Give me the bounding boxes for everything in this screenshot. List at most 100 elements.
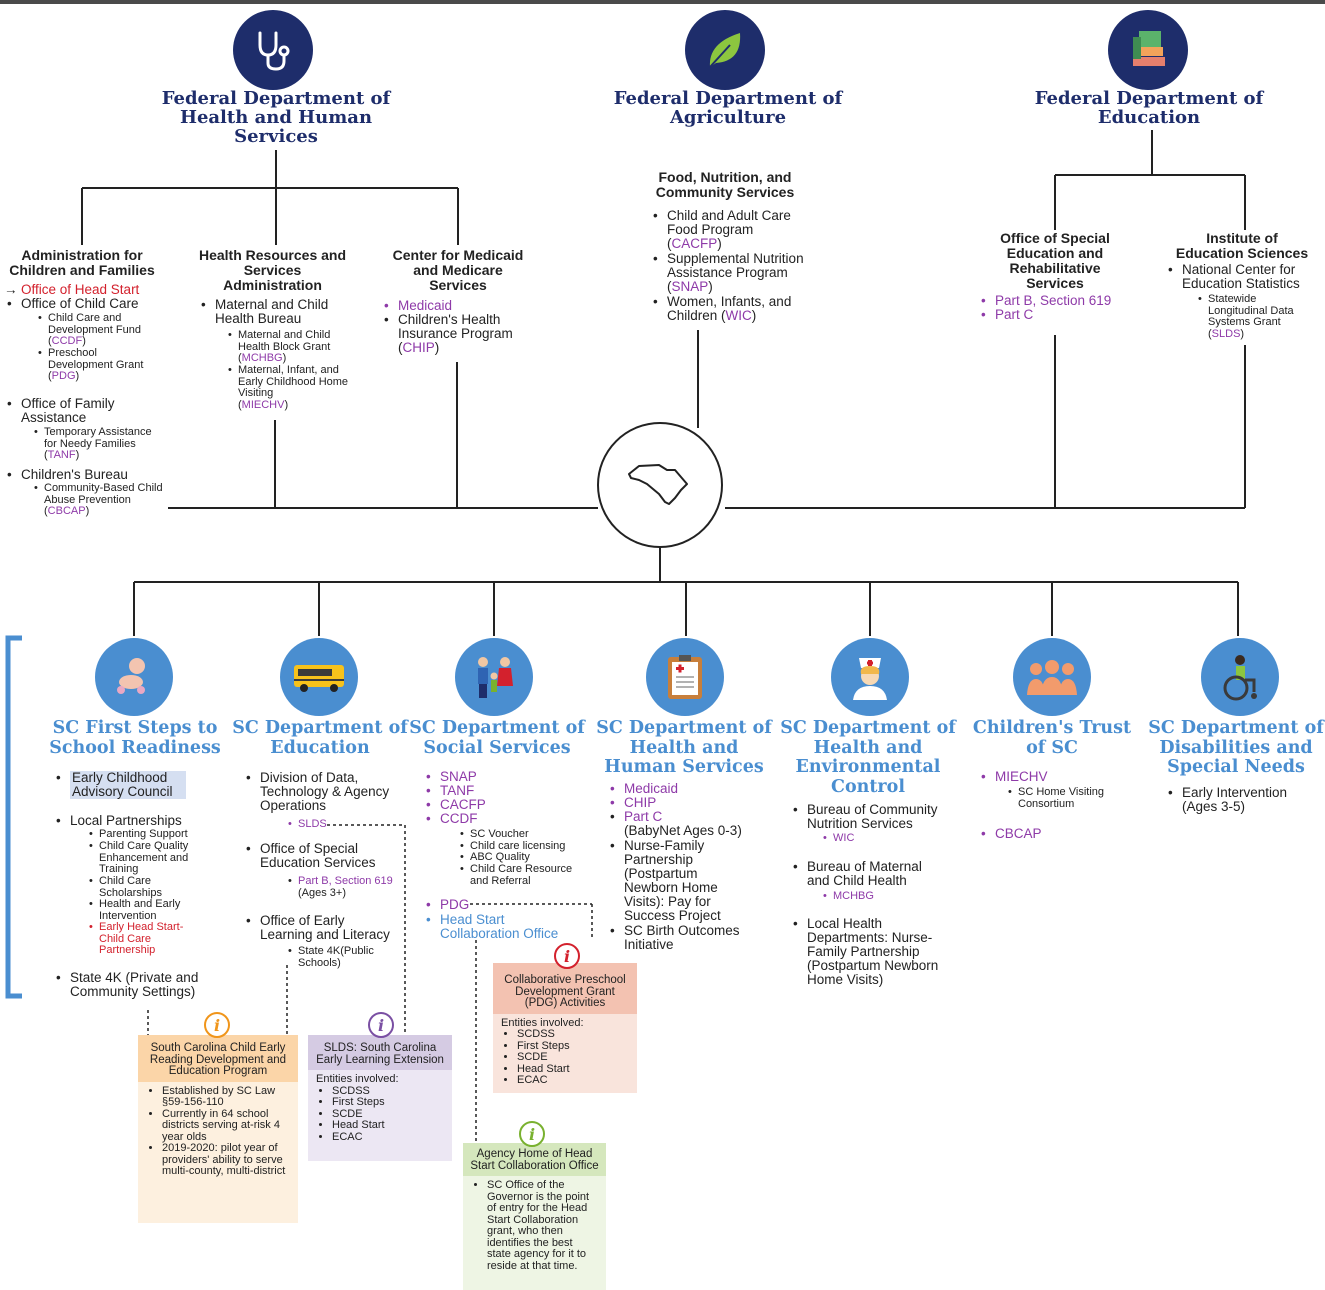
slds-entity: Head Start: [332, 1119, 444, 1132]
trust-miechv: MIECHV: [981, 770, 1047, 785]
info-icon[interactable]: i: [554, 943, 580, 969]
partc-item: Part C: [981, 308, 1033, 323]
hsco-item: SC Office of the Governor is the point o…: [487, 1179, 598, 1272]
dss-pdg: PDG: [426, 898, 469, 913]
top-border: [0, 0, 1325, 4]
dhec-mchbg: MCHBG: [823, 890, 874, 903]
office-of-child-care: Office of Child Care: [7, 297, 139, 312]
pdg-entity: SCDSS: [517, 1028, 629, 1041]
ies-title: Institute of Education Sciences: [1175, 230, 1309, 261]
pdg-box-body: Entities involved: SCDSS First Steps SCD…: [493, 1014, 637, 1091]
stethoscope-icon: [233, 10, 313, 90]
hsco-box-body: SC Office of the Governor is the point o…: [463, 1176, 606, 1276]
ccdf-sub-1: SC Voucher: [460, 828, 529, 841]
clipboard-icon: [646, 638, 724, 716]
fs-sub-3: Child Care Scholarships: [89, 875, 179, 899]
readiness-box-title: South Carolina Child Early Reading Devel…: [138, 1035, 298, 1082]
arrow-icon: →: [4, 282, 18, 297]
hrsa-title: Health Resources and Services Administra…: [198, 247, 347, 293]
group-icon: [1013, 638, 1091, 716]
first-steps-title: SC First Steps to School Readiness: [49, 718, 221, 758]
readiness-item: 2019-2020: pilot year of providers' abil…: [162, 1142, 290, 1178]
books-icon: [1108, 10, 1188, 90]
miechv-item: Maternal, Infant, and Early Childhood Ho…: [228, 364, 353, 411]
dss-title: SC Department of Social Services: [409, 718, 585, 758]
wheelchair-icon: [1201, 638, 1279, 716]
hhs-title: Federal Department of Health and Human S…: [161, 88, 391, 147]
medicaid-item: Medicaid: [384, 299, 452, 314]
childrens-bureau: Children's Bureau: [7, 468, 128, 483]
dss-ccdf: CCDF: [426, 812, 477, 827]
hsco-box-title: Agency Home of Head Start Collaboration …: [463, 1143, 606, 1176]
dss-tanf: TANF: [426, 784, 474, 799]
local-health-departments: Local Health Departments: Nurse-Family P…: [793, 917, 947, 987]
early-intervention: Early Intervention (Ages 3-5): [1168, 786, 1302, 814]
hsco-home-box: Agency Home of Head Start Collaboration …: [463, 1143, 606, 1290]
family-icon: [455, 638, 533, 716]
pdg-item: Preschool Development Grant(PDG): [38, 347, 158, 383]
readiness-program-box: South Carolina Child Early Reading Devel…: [138, 1035, 298, 1223]
scde-partb: Part B, Section 619(Ages 3+): [288, 875, 393, 899]
pdg-box-label: Entities involved:: [501, 1016, 584, 1029]
head-start-collaboration-office: Head Start Collaboration Office: [426, 913, 580, 941]
tanf-item: Temporary Assistance for Needy Families …: [34, 426, 164, 462]
baby-icon: [95, 638, 173, 716]
snap-item: Supplemental Nutrition Assistance Progra…: [653, 252, 807, 294]
dhhs-title: SC Department of Health and Human Servic…: [596, 718, 772, 777]
ddsn-title: SC Department of Disabilities and Specia…: [1148, 718, 1324, 777]
readiness-item: Currently in 64 school districts serving…: [162, 1108, 290, 1144]
pdg-entity: SCDE: [517, 1051, 629, 1064]
leaf-icon: [685, 10, 765, 90]
pdg-entity: First Steps: [517, 1040, 629, 1053]
usda-title: Federal Department of Agriculture: [613, 88, 843, 128]
south-carolina-map-icon: [597, 422, 723, 548]
wic-item: Women, Infants, and Children (WIC): [653, 295, 807, 323]
scde-title: SC Department of Education: [232, 718, 408, 758]
mchb-item: Maternal and Child Health Bureau: [201, 298, 345, 326]
slds-box-label: Entities involved:: [316, 1073, 399, 1085]
dhhs-chip: CHIP: [610, 796, 656, 811]
cbcap-item: Community-Based Child Abuse Prevention (…: [34, 482, 164, 518]
cacfp-item: Child and Adult Care Food Program(CACFP): [653, 209, 807, 251]
readiness-box-body: Established by SC Law §59-156-110 Curren…: [138, 1082, 298, 1182]
office-of-head-start: Office of Head Start: [21, 282, 140, 297]
dss-cacfp: CACFP: [426, 798, 486, 813]
trust-cbcap: CBCAP: [981, 827, 1041, 842]
ccdf-item: Child Care and Development Fund(CCDF): [38, 312, 158, 348]
ed-title: Federal Department of Education: [1034, 88, 1264, 128]
slds-entity: ECAC: [332, 1131, 444, 1144]
home-visiting-consortium: SC Home Visiting Consortium: [1008, 786, 1118, 810]
dhhs-nfp: Nurse-Family Partnership (Postpartum New…: [610, 839, 729, 923]
info-icon[interactable]: i: [368, 1012, 394, 1038]
pdg-activities-box: Collaborative Preschool Development Gran…: [493, 963, 637, 1093]
cms-title: Center for Medicaid and Medicare Service…: [392, 247, 524, 293]
dhhs-medicaid: Medicaid: [610, 782, 678, 797]
data-division: Division of Data, Technology & Agency Op…: [246, 771, 390, 813]
mchbg-item: Maternal and Child Health Block Grant(MC…: [228, 329, 353, 365]
info-icon[interactable]: i: [519, 1121, 545, 1147]
partb-item: Part B, Section 619: [981, 294, 1111, 309]
trust-title: Children's Trust of SC: [972, 718, 1132, 758]
chip-item: Children's Health Insurance Program(CHIP…: [384, 313, 528, 355]
slds-extension-box: SLDS: South Carolina Early Learning Exte…: [308, 1035, 452, 1161]
info-icon[interactable]: i: [204, 1012, 230, 1038]
maternal-child-bureau: Bureau of Maternal and Child Health: [793, 860, 937, 888]
local-partnerships: Local Partnerships: [56, 814, 182, 829]
nces-item: National Center for Education Statistics: [1168, 263, 1317, 291]
fs-sub-2: Child Care Quality Enhancement and Train…: [89, 840, 204, 876]
fs-sub-4: Health and Early Intervention: [89, 898, 199, 922]
pdg-box-title: Collaborative Preschool Development Gran…: [493, 963, 637, 1014]
ccdf-sub-4: Child Care Resource and Referral: [460, 863, 585, 887]
state-4k-public: State 4K(Public Schools): [288, 945, 388, 969]
school-bus-icon: [280, 638, 358, 716]
special-education-office: Office of Special Education Services: [246, 842, 390, 870]
slds-box-title: SLDS: South Carolina Early Learning Exte…: [308, 1035, 452, 1070]
fns-title: Food, Nutrition, and Community Services: [655, 169, 795, 200]
slds-entity: SCDE: [332, 1108, 444, 1121]
early-learning-office: Office of Early Learning and Literacy: [246, 914, 400, 942]
fs-sub-1: Parenting Support: [89, 828, 188, 841]
state-4k-private: State 4K (Private and Community Settings…: [56, 971, 210, 999]
dss-snap: SNAP: [426, 770, 477, 785]
dhhs-partc: Part C(BabyNet Ages 0-3): [610, 810, 742, 838]
